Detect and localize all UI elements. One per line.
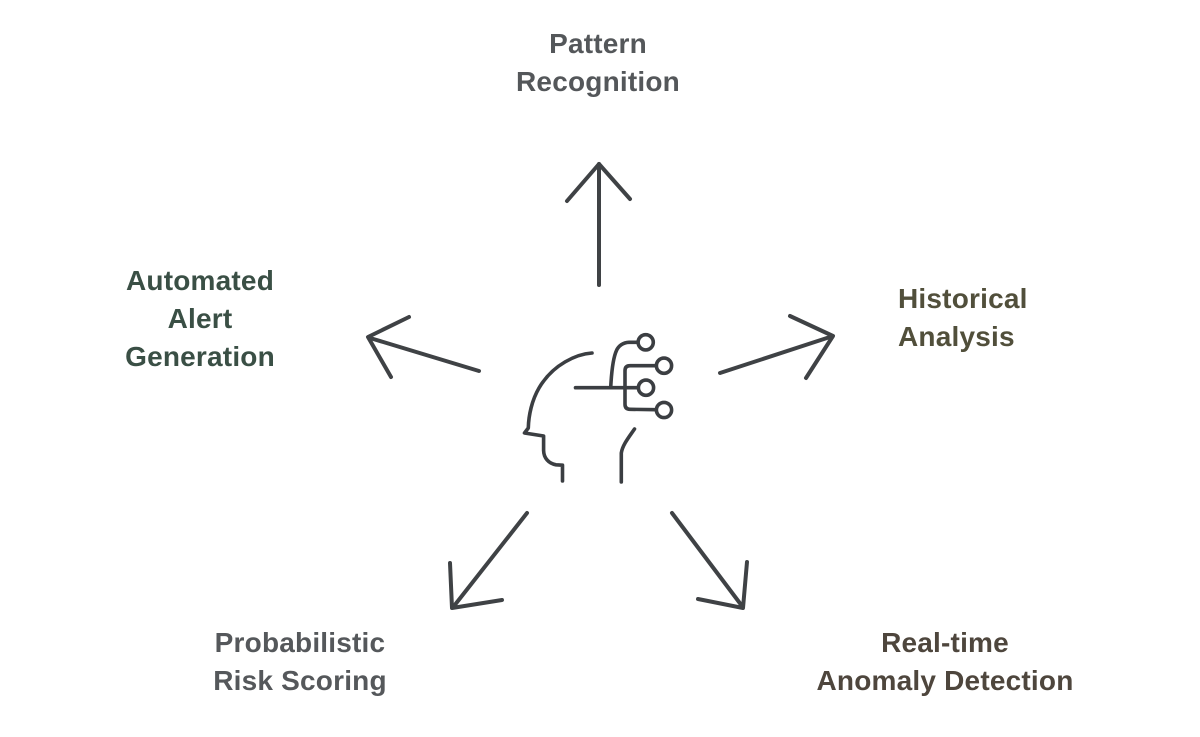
node-label-probabilistic-risk-scoring: Probabilistic Risk Scoring	[150, 624, 450, 700]
label-line: Probabilistic	[214, 627, 386, 658]
node-label-real-time-anomaly-detection: Real-time Anomaly Detection	[775, 624, 1115, 700]
label-line: Analysis	[898, 321, 1015, 352]
label-line: Risk Scoring	[213, 665, 387, 696]
circuit-node-1	[636, 332, 656, 352]
label-line: Pattern	[549, 28, 647, 59]
arrow-up-icon	[565, 162, 632, 287]
label-line: Generation	[125, 341, 275, 372]
label-line: Historical	[898, 283, 1028, 314]
circuit-node-3	[636, 378, 656, 398]
circuit-node-4	[654, 400, 674, 420]
label-line: Recognition	[516, 66, 680, 97]
arrow-lower-right-icon	[670, 511, 749, 610]
circuit-bracket	[623, 363, 658, 412]
label-line: Anomaly Detection	[816, 665, 1074, 696]
head-profile-outline	[522, 351, 594, 483]
arrow-upper-right-icon	[718, 314, 835, 380]
node-label-historical-analysis: Historical Analysis	[898, 280, 1148, 356]
arrow-lower-left-icon	[448, 511, 529, 610]
label-line: Automated	[125, 265, 275, 296]
head-neck-outline	[619, 427, 637, 484]
node-label-automated-alert-generation: Automated Alert Generation	[60, 262, 340, 376]
ai-head-circuit-icon	[522, 332, 674, 484]
circuit-up-branch	[608, 340, 640, 390]
label-line: Alert	[167, 303, 233, 334]
arrow-upper-left-icon	[366, 315, 481, 379]
circuit-node-2	[654, 356, 674, 376]
node-label-pattern-recognition: Pattern Recognition	[448, 25, 748, 101]
label-line: Real-time	[881, 627, 1009, 658]
